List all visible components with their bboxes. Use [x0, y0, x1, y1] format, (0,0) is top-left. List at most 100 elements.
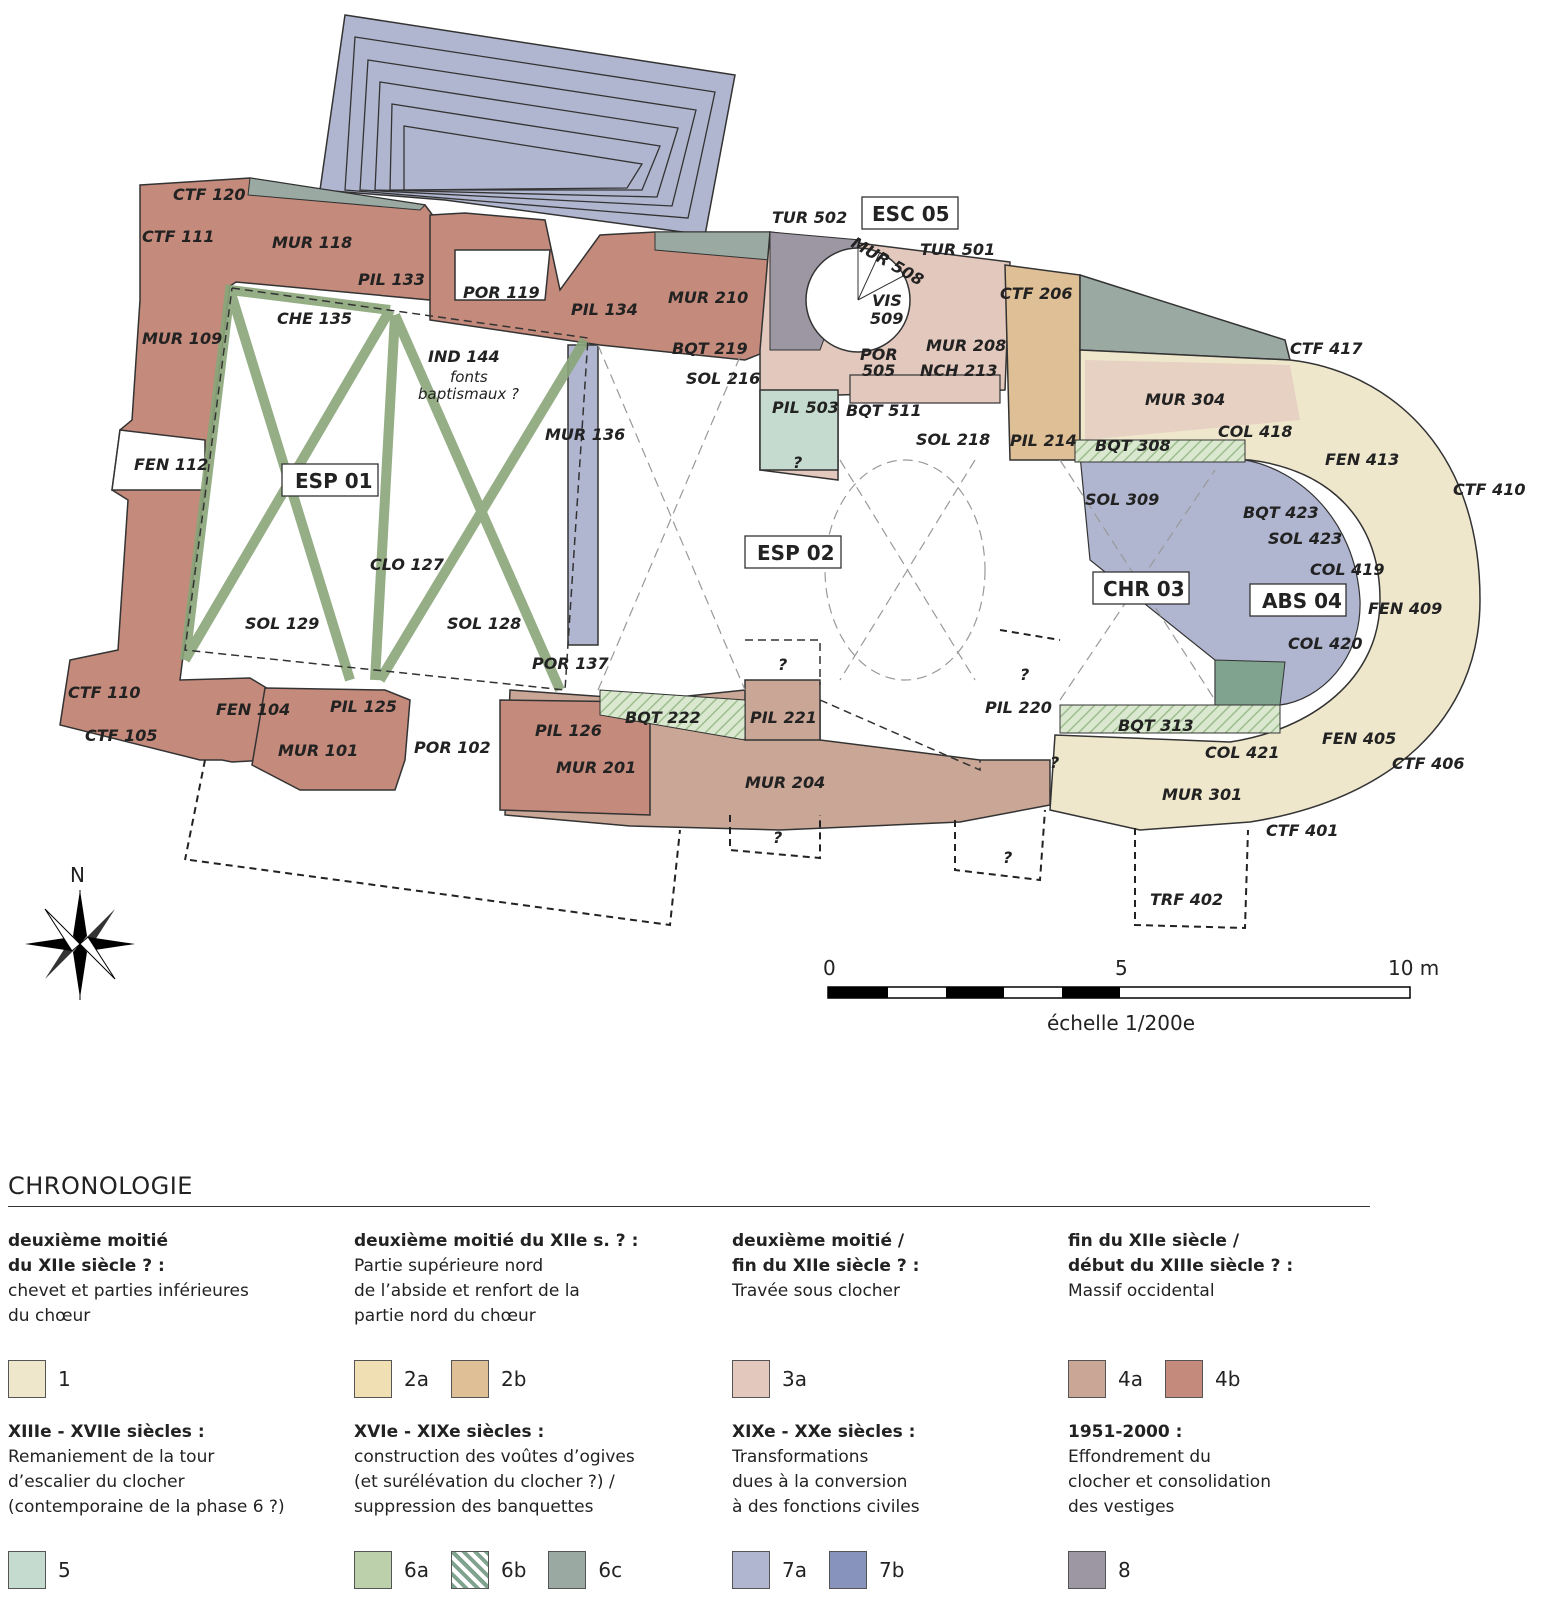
label-mur301: MUR 301	[1162, 785, 1242, 804]
label-bqt222: BQT 222	[625, 708, 701, 727]
label-trf402: TRF 402	[1150, 890, 1223, 909]
label-mur109: MUR 109	[142, 329, 222, 348]
label-fen112: FEN 112	[134, 455, 208, 474]
label-sol309: SOL 309	[1085, 490, 1159, 509]
north-stairs	[319, 14, 736, 236]
scale-tick-0: 0	[823, 956, 836, 980]
label-fen413: FEN 413	[1325, 450, 1399, 469]
bell-tower	[759, 231, 1291, 481]
swatch-label: 6c	[598, 1558, 623, 1582]
label-por137: POR 137	[532, 654, 609, 673]
chronology-legend: CHRONOLOGIE deuxième moitié du XIIe sièc…	[8, 1172, 1378, 1611]
legend-period: XIXe - XXe siècles :	[732, 1422, 916, 1442]
label-pil134: PIL 134	[571, 300, 638, 319]
label-clo127: CLO 127	[370, 555, 445, 574]
legend-desc: Travée sous clocher	[732, 1281, 901, 1301]
label-ctf120: CTF 120	[173, 185, 246, 204]
label-pil125: PIL 125	[330, 697, 397, 716]
west-massif	[59, 177, 441, 791]
label-bqt308: BQT 308	[1095, 436, 1171, 455]
legend-desc: Partie supérieure nord de l’abside et re…	[354, 1256, 580, 1326]
swatch-label: 8	[1118, 1558, 1131, 1582]
swatch-label: 2b	[500, 1367, 527, 1391]
legend-desc: chevet et parties inférieures du chœur	[8, 1281, 249, 1326]
swatch-3a	[732, 1360, 770, 1398]
label-question: ?	[773, 828, 782, 847]
label-bqt219: BQT 219	[672, 339, 748, 358]
label-question: ?	[1003, 848, 1012, 867]
label-pil133: PIL 133	[358, 270, 425, 289]
label-sol129: SOL 129	[245, 614, 319, 633]
label-ctf406: CTF 406	[1392, 754, 1465, 773]
label-sol128: SOL 128	[447, 614, 521, 633]
swatch-label: 7b	[878, 1558, 905, 1582]
label-question: ?	[1020, 665, 1029, 684]
room-esp02: ESP 02	[757, 541, 835, 565]
label-question: ?	[778, 655, 787, 674]
label-sol218: SOL 218	[916, 430, 990, 449]
legend-group-3: deuxième moitié / fin du XIIe siècle ? :…	[732, 1229, 1068, 1400]
label-fen409: FEN 409	[1368, 599, 1442, 618]
north-arrow-icon: N	[25, 863, 135, 1000]
legend-title: CHRONOLOGIE	[8, 1172, 1370, 1207]
nave-walls	[429, 212, 1051, 831]
legend-period: 1951-2000 :	[1068, 1422, 1183, 1442]
swatch-label: 6b	[500, 1558, 527, 1582]
label-pil503: PIL 503	[772, 398, 839, 417]
label-bqt511: BQT 511	[846, 401, 922, 420]
label-vis509: VIS	[872, 291, 902, 310]
label-ctf401: CTF 401	[1266, 821, 1339, 840]
swatch-7b	[828, 1551, 867, 1589]
legend-desc: Remaniement de la tour d’escalier du clo…	[8, 1447, 285, 1517]
swatch-2a	[354, 1360, 392, 1398]
foundations	[184, 629, 1249, 930]
label-mur208: MUR 208	[926, 336, 1006, 355]
swatch-1	[8, 1360, 46, 1398]
label-bqt313: BQT 313	[1118, 716, 1194, 735]
label-question: ?	[793, 453, 802, 472]
scale-tick-10: 10 m	[1388, 956, 1439, 980]
legend-group-4: fin du XIIe siècle / début du XIIIe sièc…	[1068, 1229, 1368, 1400]
label-ctf410: CTF 410	[1453, 480, 1526, 499]
label-question: ?	[1050, 753, 1059, 772]
swatch-4b	[1164, 1360, 1203, 1398]
label-nch213: NCH 213	[920, 361, 998, 380]
label-mur201: MUR 201	[556, 758, 636, 777]
swatch-label: 6a	[404, 1558, 429, 1582]
swatch-6a	[354, 1551, 392, 1589]
swatch-label: 5	[58, 1558, 71, 1582]
scale-caption: échelle 1/200e	[1047, 1011, 1195, 1035]
legend-period: deuxième moitié du XIIe s. ? :	[354, 1231, 639, 1251]
label-sol423: SOL 423	[1268, 529, 1342, 548]
label-ctf110: CTF 110	[68, 683, 141, 702]
label-mur118: MUR 118	[272, 233, 352, 252]
legend-desc: Effondrement du clocher et consolidation…	[1068, 1447, 1271, 1517]
label-pil220: PIL 220	[985, 698, 1052, 717]
legend-period: deuxième moitié du XIIe siècle ? :	[8, 1231, 168, 1276]
room-abs04: ABS 04	[1262, 589, 1342, 613]
label-ctf111: CTF 111	[142, 227, 215, 246]
legend-period: fin du XIIe siècle / début du XIIIe sièc…	[1068, 1231, 1294, 1276]
label-mur101: MUR 101	[278, 741, 358, 760]
element-labels: CTF 120 CTF 111 MUR 118 PIL 133 CHE 135 …	[68, 185, 1526, 909]
label-vis509-num: 509	[870, 309, 903, 328]
label-bqt423: BQT 423	[1243, 503, 1319, 522]
legend-group-6: XVIe - XIXe siècles : construction des v…	[354, 1420, 732, 1591]
legend-group-5: XIIIe - XVIIe siècles : Remaniement de l…	[8, 1420, 354, 1591]
scale-bar: 0 5 10 m échelle 1/200e	[823, 956, 1439, 1035]
label-fen104: FEN 104	[216, 700, 290, 719]
legend-period: XIIIe - XVIIe siècles :	[8, 1422, 205, 1442]
room-chr03: CHR 03	[1103, 577, 1185, 601]
label-mur136: MUR 136	[545, 425, 625, 444]
legend-desc: Transformations dues à la conversion à d…	[732, 1447, 920, 1517]
label-sol216: SOL 216	[686, 369, 760, 388]
swatch-6c	[548, 1551, 587, 1589]
label-col420: COL 420	[1288, 634, 1363, 653]
room-esc05: ESC 05	[872, 202, 950, 226]
label-mur304: MUR 304	[1145, 390, 1225, 409]
floor-plan: ESP 01 ESP 02 CHR 03 ABS 04 ESC 05 CTF 1…	[25, 14, 1526, 1035]
legend-group-8: 1951-2000 : Effondrement du clocher et c…	[1068, 1420, 1368, 1591]
label-col419: COL 419	[1310, 560, 1385, 579]
swatch-2b	[450, 1360, 489, 1398]
label-fonts: fonts	[450, 368, 488, 386]
